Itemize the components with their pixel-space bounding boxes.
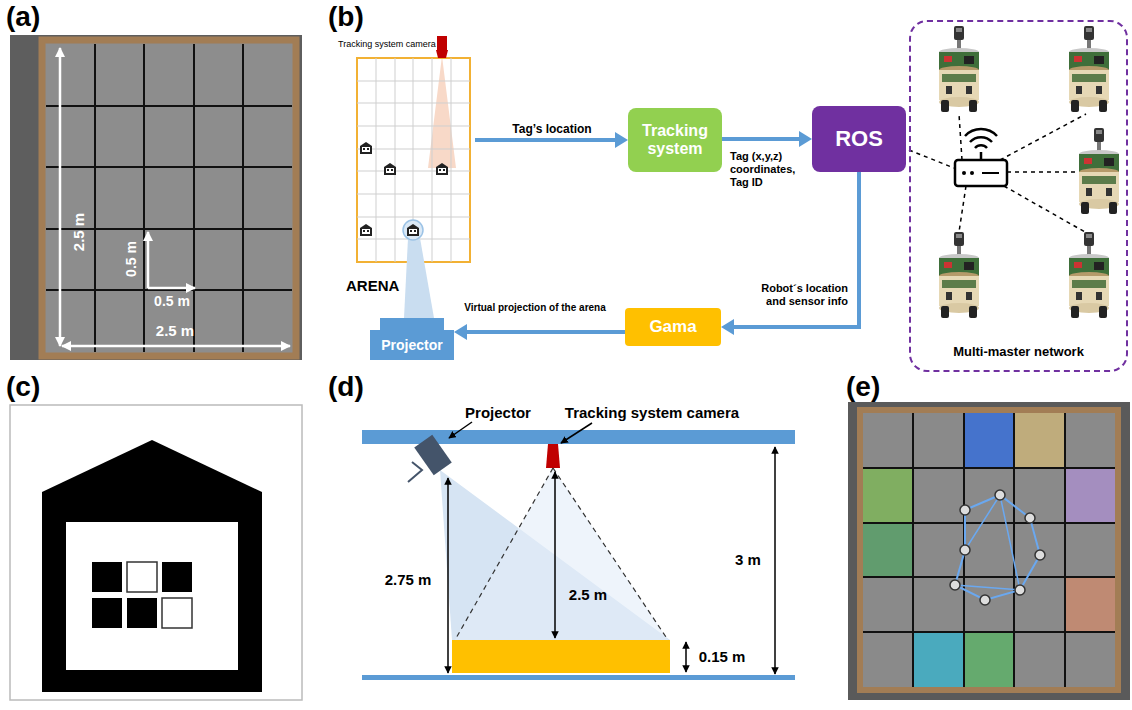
dimension-label: Tracking system camera [338, 40, 436, 50]
dimension-label: 2.75 m [385, 572, 432, 589]
dimension-label: 3 m [735, 552, 761, 569]
arena-node: ARENA [340, 36, 475, 298]
dimension-label: 2.5 m [156, 323, 194, 340]
arena-sketch [357, 36, 470, 318]
dimension-label: 0.5 m [124, 241, 139, 277]
connector [722, 131, 812, 147]
connector-line [466, 330, 625, 334]
dimension-label: Tracking system camera [565, 405, 739, 422]
robot [1069, 26, 1109, 112]
edge-label: Tag’s location [512, 122, 591, 136]
node-label: ROS [835, 126, 883, 151]
panel-letter: (a) [6, 2, 40, 33]
dimension-label: 2.5 m [569, 587, 607, 604]
node-label: Gama [649, 317, 696, 337]
process-box: Gama [625, 308, 721, 346]
node-label: Projector [381, 337, 442, 353]
connector [454, 324, 625, 340]
robot [939, 26, 979, 112]
dimension-label: 2.5 m [71, 213, 88, 251]
router-icon [955, 129, 1007, 186]
setup-side-view [362, 422, 795, 680]
connector-line [475, 138, 616, 142]
dimension-label: Projector [465, 405, 531, 422]
dimension-label: 0.15 m [699, 649, 746, 666]
panel-letter: (b) [328, 2, 364, 33]
arena-photo [10, 35, 302, 360]
arrowhead [454, 324, 467, 340]
network-sketch [909, 26, 1119, 318]
node-label: Multi-master network [953, 345, 1084, 360]
arena-projection-photo [848, 402, 1130, 700]
connector-line [722, 137, 800, 141]
dimension-arrows [60, 48, 290, 346]
robot [939, 232, 979, 318]
fiducial-tag [10, 405, 302, 700]
node-label: ARENA [344, 277, 401, 294]
process-box: Tracking system [628, 108, 722, 172]
connector-line [733, 172, 859, 327]
arrowhead [615, 132, 628, 148]
node-label: Tracking system [636, 122, 714, 159]
panel-letter: (d) [328, 372, 364, 403]
network-group: Multi-master network [909, 20, 1128, 372]
projector-box: Projector [370, 318, 454, 360]
connector [721, 172, 859, 335]
edge-label: Robot´s location and sensor info [752, 282, 848, 308]
edge-label: Tag (x,y,z) coordinates, Tag ID [730, 150, 810, 190]
arrowhead [721, 319, 734, 335]
arrowhead [799, 131, 812, 147]
process-box: ROS [812, 106, 906, 172]
robot [1069, 232, 1109, 318]
edge-label: Virtual projection of the arena [464, 302, 606, 314]
panel-letter: (c) [6, 372, 40, 403]
panel-letter: (e) [846, 372, 880, 403]
robot [1079, 128, 1119, 214]
projector-outline [370, 318, 454, 360]
dimension-label: 0.5 m [154, 294, 190, 309]
